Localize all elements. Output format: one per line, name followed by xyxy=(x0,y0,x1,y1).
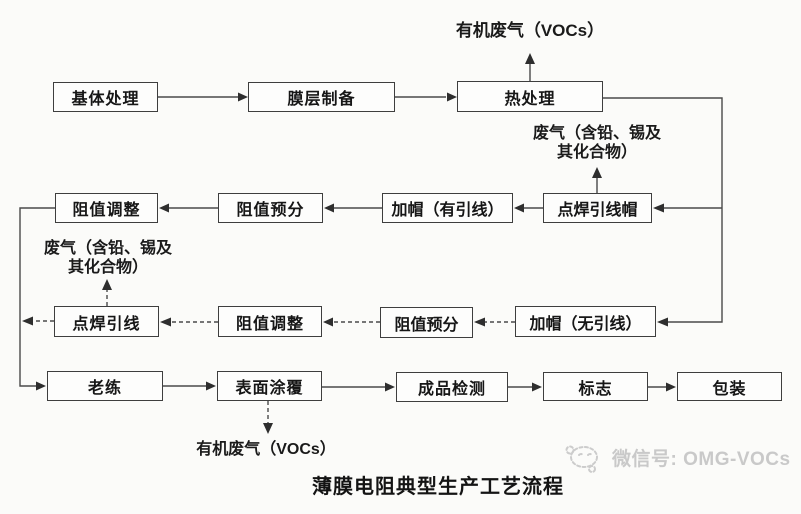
arrowhead-up-icon xyxy=(102,279,112,290)
arrowhead-left-icon xyxy=(657,317,668,327)
label-waste-gas-right-line1: 废气（含铅、锡及 xyxy=(532,125,661,142)
arrowhead-right-icon xyxy=(385,382,395,392)
node-capping-leadless: 加帽（无引线） xyxy=(515,306,656,337)
node-packaging: 包装 xyxy=(677,372,782,401)
label-waste-gas-right: 废气（含铅、锡及 其化合物） xyxy=(515,124,679,162)
wechat-doodle-icon xyxy=(565,445,598,473)
node-capping-leaded: 加帽（有引线） xyxy=(382,193,513,223)
label-waste-gas-right-line2: 其化合物） xyxy=(556,144,637,161)
label-waste-gas-left: 废气（含铅、锡及 其化合物） xyxy=(26,239,190,277)
label-voc-bottom: 有机废气（VOCs） xyxy=(196,441,336,458)
arrowhead-up-icon xyxy=(525,53,535,64)
node-film-preparation: 膜层制备 xyxy=(248,82,395,112)
node-marking: 标志 xyxy=(543,372,648,401)
node-aging: 老练 xyxy=(47,371,163,401)
node-resistance-presort-leaded: 阻值预分 xyxy=(218,193,323,223)
arrowhead-left-icon xyxy=(653,203,664,213)
arrowhead-left-icon xyxy=(323,317,333,327)
node-base-treatment: 基体处理 xyxy=(53,82,158,112)
arrowhead-left-icon xyxy=(159,203,169,213)
node-spot-weld-lead-cap: 点焊引线帽 xyxy=(543,193,652,223)
arrowhead-left-icon xyxy=(22,316,33,326)
watermark-text: 微信号: OMG-VOCs xyxy=(612,448,791,470)
arrowhead-left-icon xyxy=(160,317,171,327)
arrowhead-right-icon xyxy=(206,381,216,391)
node-surface-coating: 表面涂覆 xyxy=(217,371,322,401)
arrowhead-right-icon xyxy=(36,381,46,391)
label-waste-gas-left-line2: 其化合物） xyxy=(67,259,148,276)
arrowhead-right-icon xyxy=(666,382,676,392)
node-spot-weld-lead: 点焊引线 xyxy=(54,306,159,337)
watermark: 微信号: OMG-VOCs xyxy=(562,441,791,473)
node-heat-treatment: 热处理 xyxy=(457,81,603,112)
node-resistance-adjust-leaded: 阻值调整 xyxy=(55,193,158,223)
right-rail xyxy=(603,97,723,323)
arrowhead-right-icon xyxy=(447,92,457,102)
arrowhead-left-icon xyxy=(514,203,524,213)
node-resistance-presort-leadless: 阻值预分 xyxy=(380,307,473,338)
diagram-title: 薄膜电阻典型生产工艺流程 xyxy=(312,476,564,498)
arrowhead-left-icon xyxy=(474,317,485,327)
label-voc-top: 有机废气（VOCs） xyxy=(455,21,605,40)
label-waste-gas-left-line1: 废气（含铅、锡及 xyxy=(43,240,172,257)
arrowhead-up-icon xyxy=(592,167,602,178)
node-resistance-adjust-leadless: 阻值调整 xyxy=(218,306,322,337)
arrowhead-right-icon xyxy=(532,382,542,392)
arrowhead-left-icon xyxy=(324,203,334,213)
node-final-inspection: 成品检测 xyxy=(396,372,508,402)
left-rail xyxy=(19,207,55,387)
arrowhead-right-icon xyxy=(238,92,248,102)
arrowhead-down-icon xyxy=(263,423,273,434)
